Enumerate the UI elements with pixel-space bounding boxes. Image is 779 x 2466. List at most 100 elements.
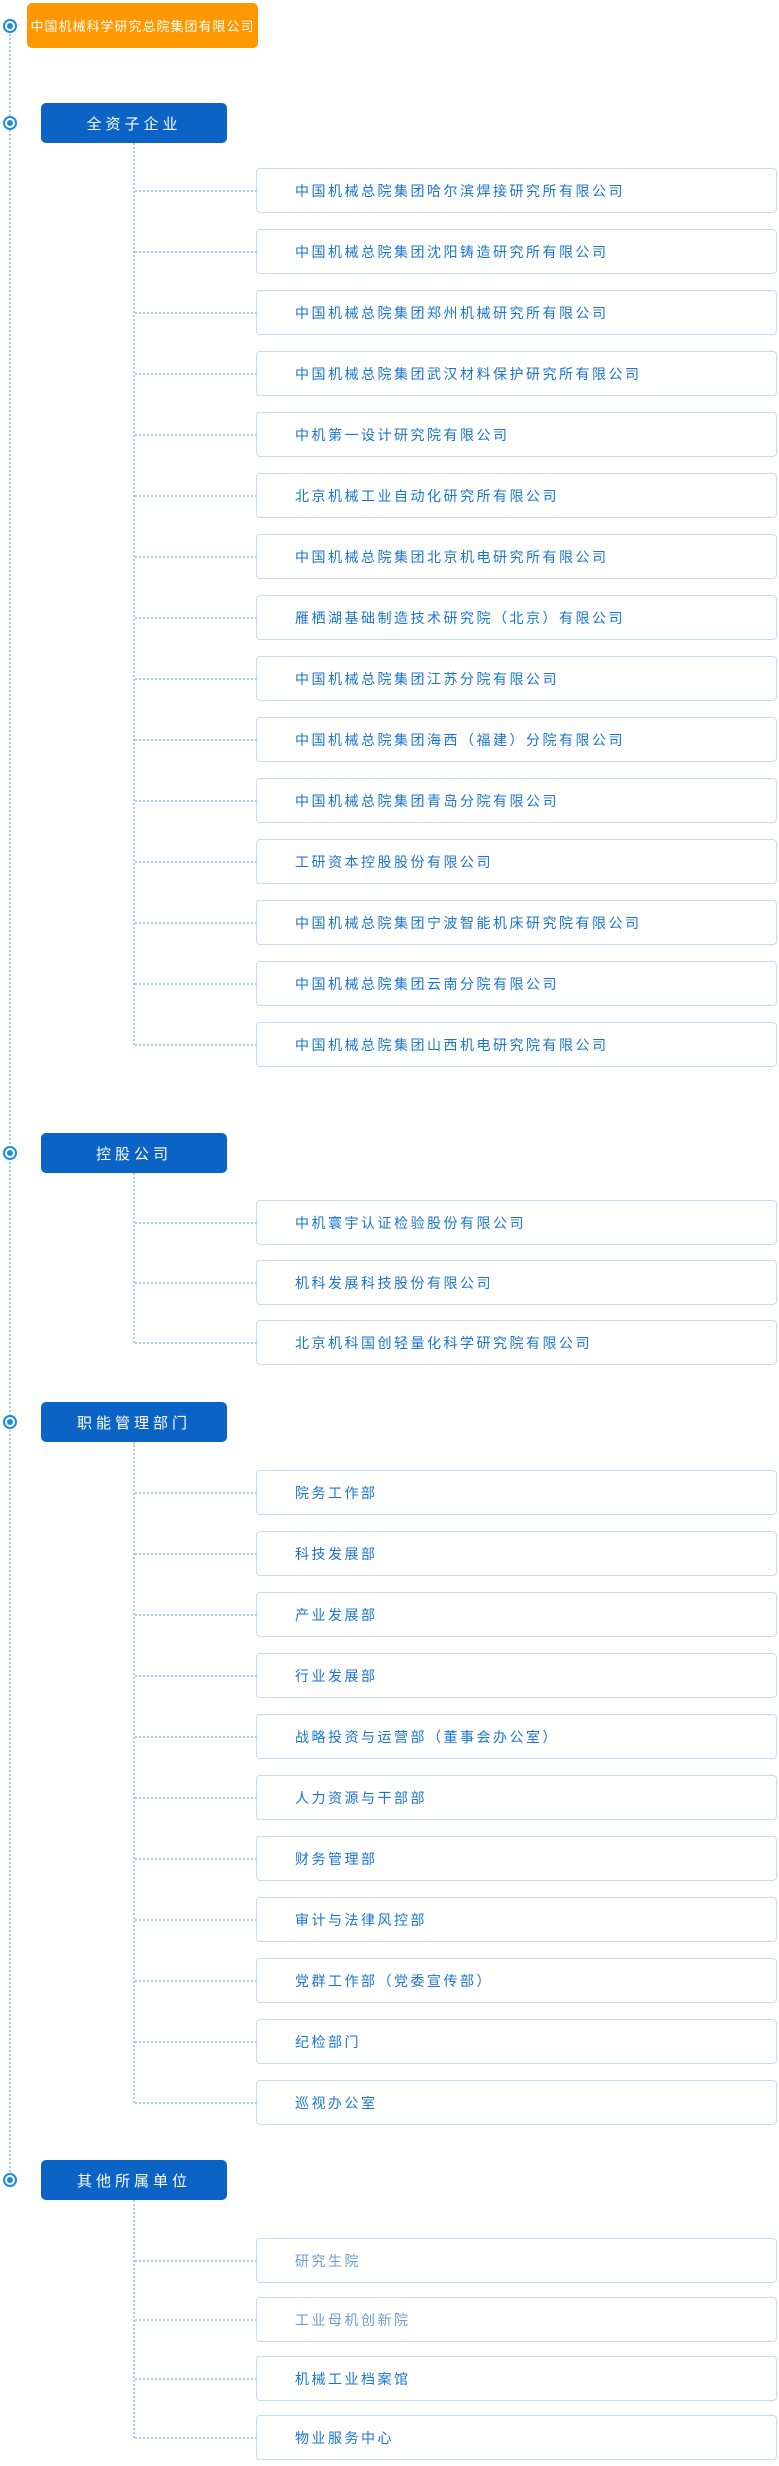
org-item-label: 中国机械总院集团江苏分院有限公司 <box>295 670 559 687</box>
org-item[interactable]: 院务工作部 <box>135 1470 777 1515</box>
org-item-label: 中国机械总院集团青岛分院有限公司 <box>295 792 559 809</box>
org-item[interactable]: 工业母机创新院 <box>135 2297 777 2342</box>
branch-header-row: 其他所属单位 <box>0 2160 779 2200</box>
org-item-label: 中国机械总院集团海西（福建）分院有限公司 <box>295 731 625 748</box>
org-item-label: 党群工作部（党委宣传部） <box>295 1972 493 1989</box>
section-header-label: 全资子企业 <box>86 115 182 133</box>
branch-other-units: 其他所属单位 研究生院 工业母机创新院 机械工业档案馆 物业服务中心 <box>0 2160 779 2460</box>
org-item-label: 科技发展部 <box>295 1545 378 1562</box>
org-item[interactable]: 行业发展部 <box>135 1653 777 1698</box>
org-item[interactable]: 工研资本控股股份有限公司 <box>135 839 777 884</box>
org-item[interactable]: 机科发展科技股份有限公司 <box>135 1260 777 1305</box>
branch-wholly-owned: 全资子企业 中国机械总院集团哈尔滨焊接研究所有限公司 中国机械总院集团沈阳铸造研… <box>0 103 779 1067</box>
org-item[interactable]: 党群工作部（党委宣传部） <box>135 1958 777 2003</box>
org-item-label: 中国机械总院集团哈尔滨焊接研究所有限公司 <box>295 182 625 199</box>
org-item[interactable]: 中国机械总院集团郑州机械研究所有限公司 <box>135 290 777 335</box>
org-item[interactable]: 产业发展部 <box>135 1592 777 1637</box>
org-item-label: 物业服务中心 <box>295 2429 394 2446</box>
org-item-label: 中机第一设计研究院有限公司 <box>295 426 510 443</box>
org-item[interactable]: 北京机科国创轻量化科学研究院有限公司 <box>135 1320 777 1365</box>
branch-header-row: 职能管理部门 <box>0 1402 779 1442</box>
org-item[interactable]: 中国机械总院集团哈尔滨焊接研究所有限公司 <box>135 168 777 213</box>
bullet-dot-icon <box>7 1150 13 1156</box>
org-item-label: 战略投资与运营部（董事会办公室） <box>295 1728 559 1745</box>
org-item-label: 中国机械总院集团沈阳铸造研究所有限公司 <box>295 243 609 260</box>
org-item-label: 行业发展部 <box>295 1667 378 1684</box>
org-item[interactable]: 研究生院 <box>135 2238 777 2283</box>
branch-header-row: 控股公司 <box>0 1133 779 1173</box>
branch-children: 研究生院 工业母机创新院 机械工业档案馆 物业服务中心 <box>133 2200 777 2460</box>
org-item[interactable]: 雁栖湖基础制造技术研究院（北京）有限公司 <box>135 595 777 640</box>
org-item[interactable]: 中国机械总院集团宁波智能机床研究院有限公司 <box>135 900 777 945</box>
org-item[interactable]: 物业服务中心 <box>135 2415 777 2460</box>
org-item-label: 工业母机创新院 <box>295 2311 411 2328</box>
branch-children: 中国机械总院集团哈尔滨焊接研究所有限公司 中国机械总院集团沈阳铸造研究所有限公司… <box>133 143 777 1067</box>
section-header-label: 其他所属单位 <box>76 2172 191 2190</box>
org-item[interactable]: 北京机械工业自动化研究所有限公司 <box>135 473 777 518</box>
org-item[interactable]: 机械工业档案馆 <box>135 2356 777 2401</box>
org-item-label: 中机寰宇认证检验股份有限公司 <box>295 1214 526 1231</box>
root-company-box[interactable]: 中国机械科学研究总院集团有限公司 <box>27 3 258 48</box>
org-item[interactable]: 科技发展部 <box>135 1531 777 1576</box>
org-item-label: 工研资本控股股份有限公司 <box>295 853 493 870</box>
org-item-label: 院务工作部 <box>295 1484 378 1501</box>
org-item-label: 中国机械总院集团郑州机械研究所有限公司 <box>295 304 609 321</box>
branch-functional-departments: 职能管理部门 院务工作部 科技发展部 产业发展部 行业发展部 战略投资与运营部（… <box>0 1402 779 2125</box>
bullet-dot-icon <box>7 2177 13 2183</box>
org-item-label: 中国机械总院集团武汉材料保护研究所有限公司 <box>295 365 642 382</box>
org-item[interactable]: 中机第一设计研究院有限公司 <box>135 412 777 457</box>
root-node: 中国机械科学研究总院集团有限公司 <box>0 3 779 48</box>
node-bullet-icon <box>3 116 17 130</box>
org-item[interactable]: 中国机械总院集团武汉材料保护研究所有限公司 <box>135 351 777 396</box>
branch-header-row: 全资子企业 <box>0 103 779 143</box>
org-item-label: 产业发展部 <box>295 1606 378 1623</box>
org-item-label: 财务管理部 <box>295 1850 378 1867</box>
section-header-label: 控股公司 <box>95 1145 172 1163</box>
org-item[interactable]: 中国机械总院集团海西（福建）分院有限公司 <box>135 717 777 762</box>
branch-children: 院务工作部 科技发展部 产业发展部 行业发展部 战略投资与运营部（董事会办公室）… <box>133 1442 777 2125</box>
bullet-dot-icon <box>7 120 13 126</box>
org-item-label: 机科发展科技股份有限公司 <box>295 1274 493 1291</box>
org-item[interactable]: 中国机械总院集团青岛分院有限公司 <box>135 778 777 823</box>
node-bullet-icon <box>3 1415 17 1429</box>
org-item[interactable]: 中国机械总院集团北京机电研究所有限公司 <box>135 534 777 579</box>
branch-children: 中机寰宇认证检验股份有限公司 机科发展科技股份有限公司 北京机科国创轻量化科学研… <box>133 1173 777 1365</box>
section-header-holding[interactable]: 控股公司 <box>41 1133 227 1173</box>
bullet-dot-icon <box>7 23 13 29</box>
section-header-label: 职能管理部门 <box>76 1414 191 1432</box>
org-item[interactable]: 审计与法律风控部 <box>135 1897 777 1942</box>
node-bullet-icon <box>3 19 17 33</box>
branch-holding-companies: 控股公司 中机寰宇认证检验股份有限公司 机科发展科技股份有限公司 北京机科国创轻… <box>0 1133 779 1365</box>
org-item-label: 中国机械总院集团北京机电研究所有限公司 <box>295 548 609 565</box>
org-item-label: 研究生院 <box>295 2252 361 2269</box>
node-bullet-icon <box>3 2173 17 2187</box>
org-item-label: 审计与法律风控部 <box>295 1911 427 1928</box>
org-item[interactable]: 财务管理部 <box>135 1836 777 1881</box>
root-company-label: 中国机械科学研究总院集团有限公司 <box>30 19 255 34</box>
org-item[interactable]: 人力资源与干部部 <box>135 1775 777 1820</box>
org-item[interactable]: 中国机械总院集团山西机电研究院有限公司 <box>135 1022 777 1067</box>
org-item-label: 纪检部门 <box>295 2033 361 2050</box>
org-item[interactable]: 战略投资与运营部（董事会办公室） <box>135 1714 777 1759</box>
org-item[interactable]: 中国机械总院集团云南分院有限公司 <box>135 961 777 1006</box>
tree-spine-line <box>9 30 11 2180</box>
org-item[interactable]: 纪检部门 <box>135 2019 777 2064</box>
org-item-label: 机械工业档案馆 <box>295 2370 411 2387</box>
org-item[interactable]: 中机寰宇认证检验股份有限公司 <box>135 1200 777 1245</box>
org-item-label: 中国机械总院集团宁波智能机床研究院有限公司 <box>295 914 642 931</box>
org-item[interactable]: 中国机械总院集团沈阳铸造研究所有限公司 <box>135 229 777 274</box>
org-item-label: 北京机科国创轻量化科学研究院有限公司 <box>295 1334 592 1351</box>
org-item[interactable]: 中国机械总院集团江苏分院有限公司 <box>135 656 777 701</box>
org-item-label: 中国机械总院集团云南分院有限公司 <box>295 975 559 992</box>
section-header-departments[interactable]: 职能管理部门 <box>41 1402 227 1442</box>
bullet-dot-icon <box>7 1419 13 1425</box>
section-header-wholly-owned[interactable]: 全资子企业 <box>41 103 227 143</box>
org-item-label: 巡视办公室 <box>295 2094 378 2111</box>
org-item[interactable]: 巡视办公室 <box>135 2080 777 2125</box>
org-item-label: 人力资源与干部部 <box>295 1789 427 1806</box>
org-item-label: 雁栖湖基础制造技术研究院（北京）有限公司 <box>295 609 625 626</box>
section-header-other-units[interactable]: 其他所属单位 <box>41 2160 227 2200</box>
org-item-label: 北京机械工业自动化研究所有限公司 <box>295 487 559 504</box>
org-item-label: 中国机械总院集团山西机电研究院有限公司 <box>295 1036 609 1053</box>
